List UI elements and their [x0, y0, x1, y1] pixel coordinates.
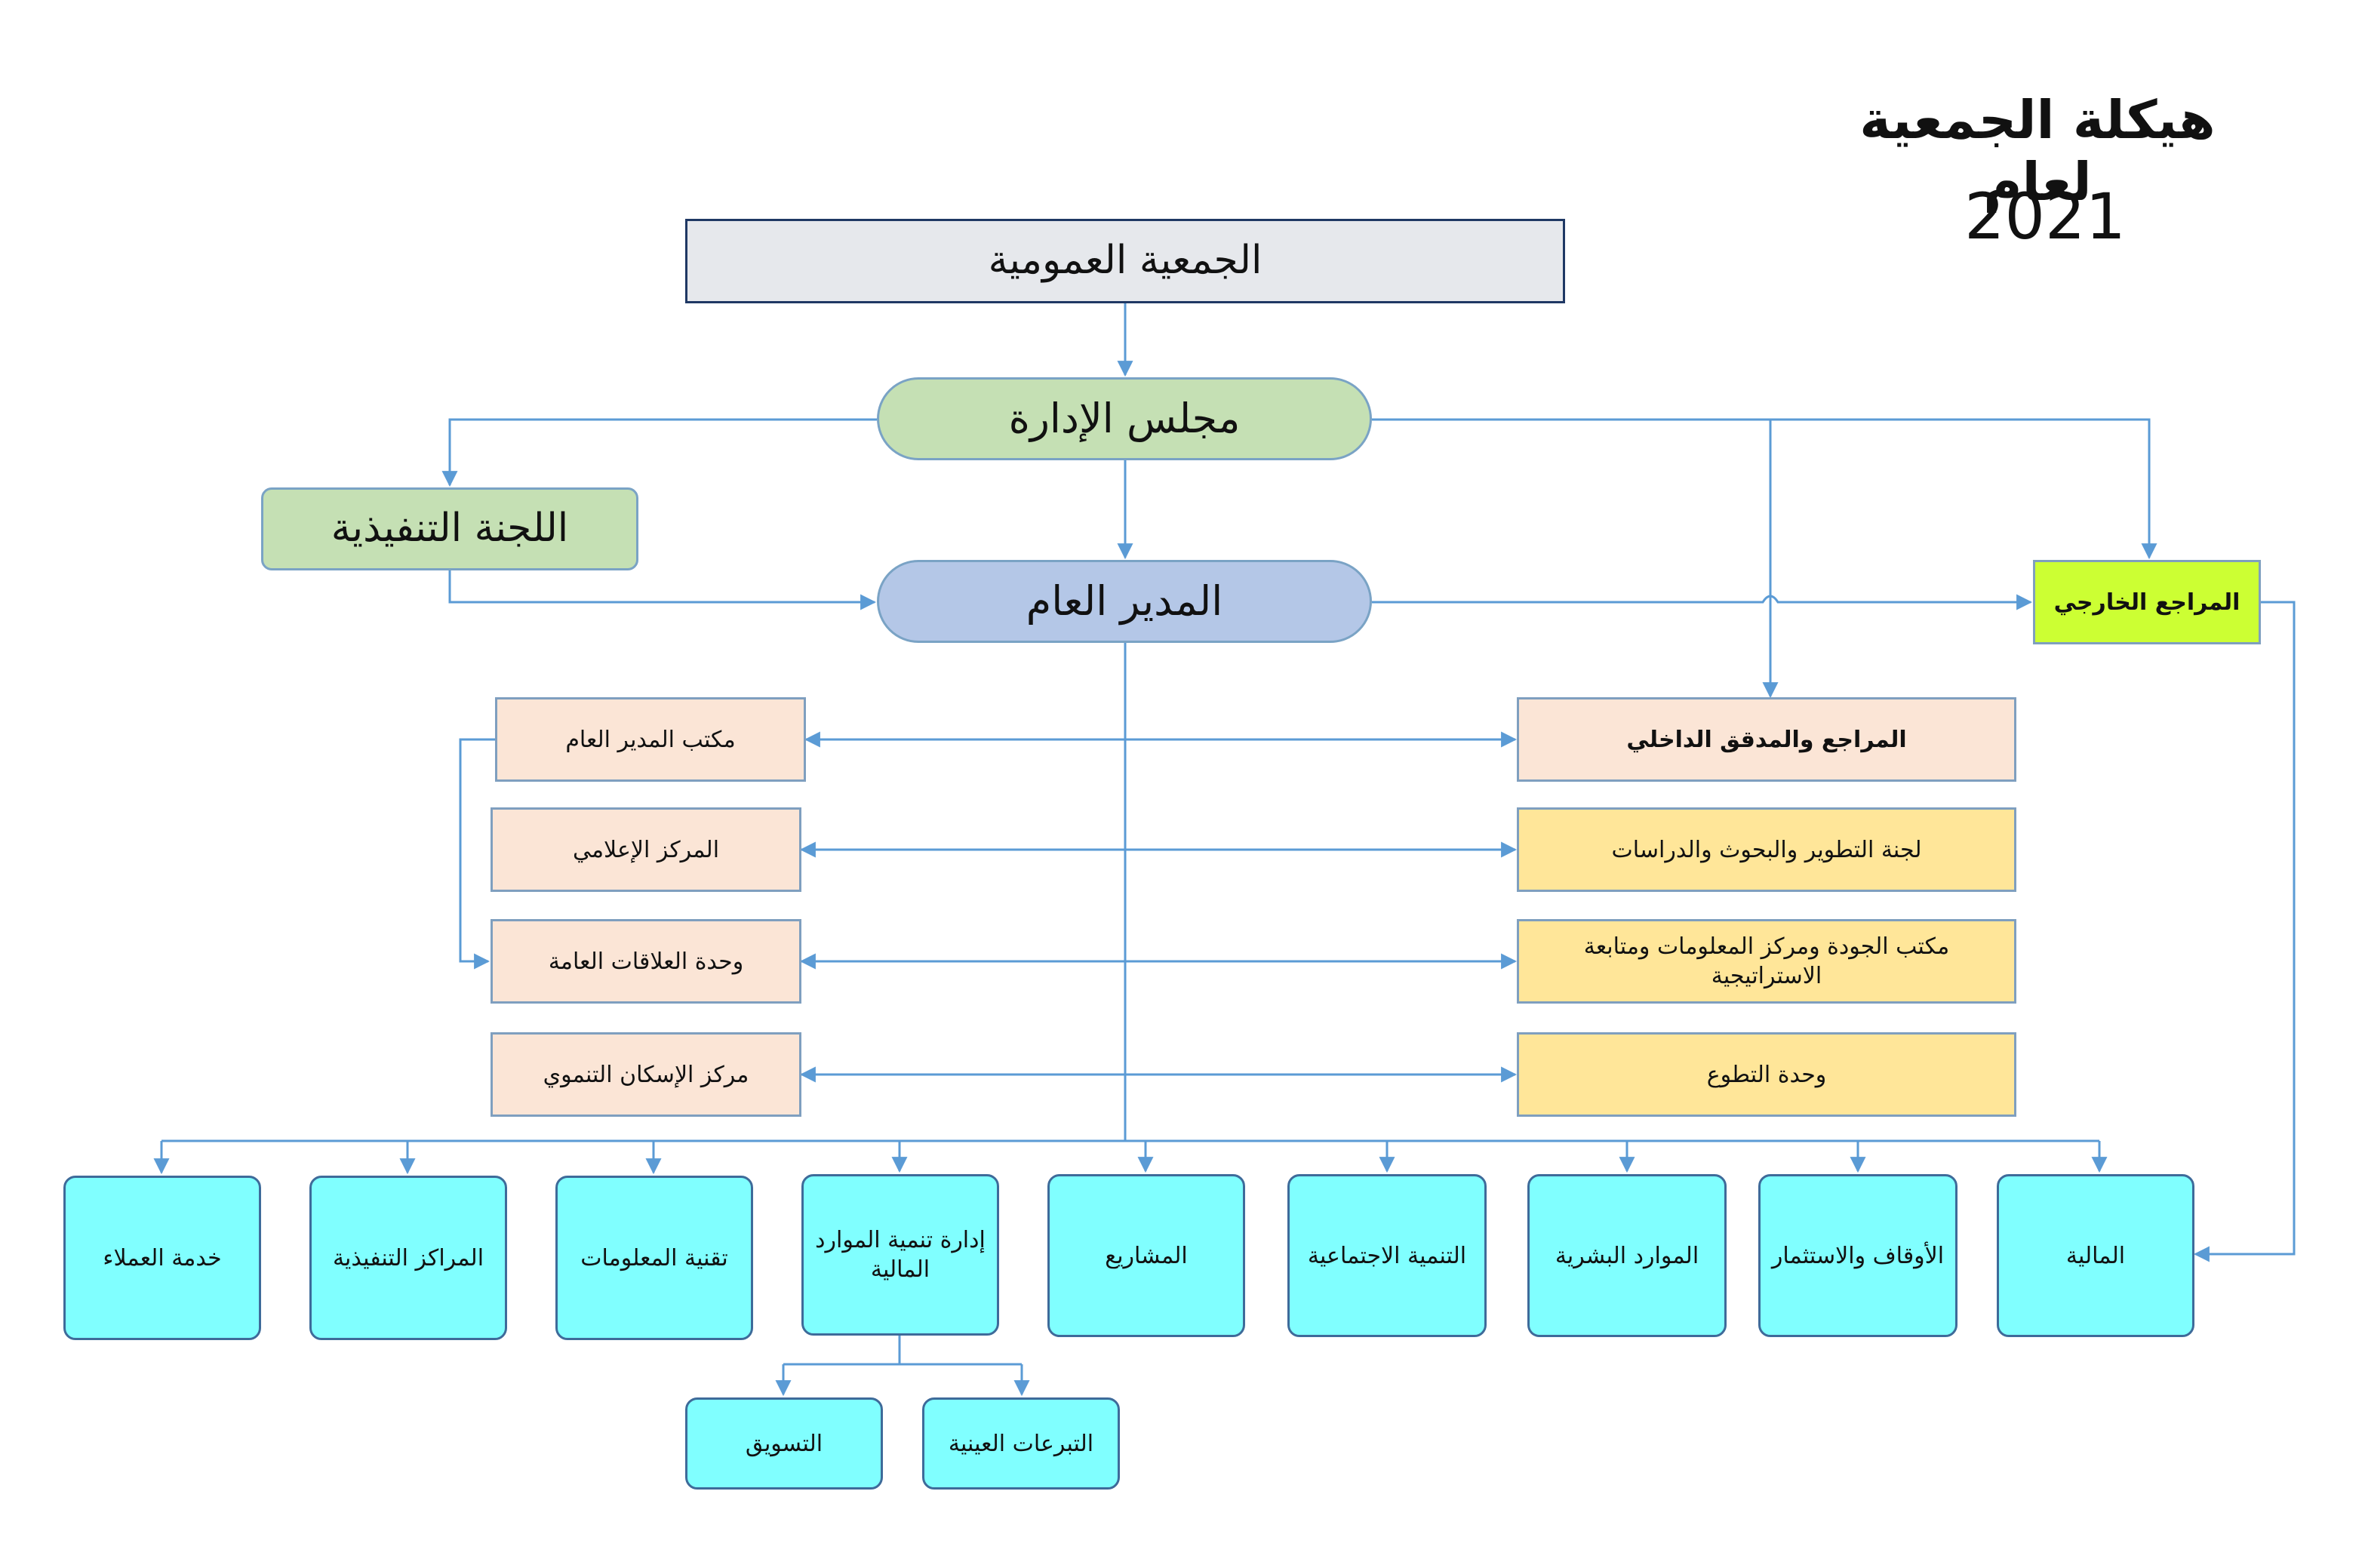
dept-customer-service: خدمة العملاء	[63, 1176, 261, 1340]
dept-endowments-investment: الأوقاف والاستثمار	[1758, 1174, 1958, 1337]
dept-financial-resources: إدارة تنمية الموارد المالية	[801, 1174, 999, 1336]
volunteering-unit-box: وحدة التطوع	[1517, 1032, 2016, 1117]
dept-executive-centers: المراكز التنفيذية	[309, 1176, 507, 1340]
internal-auditor-box: المراجع والمدقق الداخلي	[1517, 697, 2016, 782]
sub-dept-in-kind-donations: التبرعات العينية	[922, 1397, 1120, 1490]
dept-social-development: التنمية الاجتماعية	[1287, 1174, 1487, 1337]
quality-office-box: مكتب الجودة ومركز المعلومات ومتابعة الاس…	[1517, 919, 2016, 1004]
dept-finance: المالية	[1997, 1174, 2194, 1337]
housing-center-box: مركز الإسكان التنموي	[491, 1032, 801, 1117]
development-committee-box: لجنة التطوير والبحوث والدراسات	[1517, 807, 2016, 892]
dept-projects: المشاريع	[1047, 1174, 1245, 1337]
dept-information-technology: تقنية المعلومات	[555, 1176, 753, 1340]
media-center-box: المركز الإعلامي	[491, 807, 801, 892]
external-auditor-box: المراجع الخارجي	[2033, 560, 2261, 644]
executive-committee-box: اللجنة التنفيذية	[261, 487, 638, 570]
general-manager-box: المدير العام	[877, 560, 1372, 643]
general-assembly-box: الجمعية العمومية	[685, 219, 1565, 303]
public-relations-box: وحدة العلاقات العامة	[491, 919, 801, 1004]
board-box: مجلس الإدارة	[877, 377, 1372, 460]
gm-office-box: مكتب المدير العام	[495, 697, 806, 782]
sub-dept-marketing: التسويق	[685, 1397, 883, 1490]
dept-human-resources: الموارد البشرية	[1527, 1174, 1727, 1337]
page-year: 2021	[1964, 180, 2126, 254]
page-title: هيكلة الجمعية لعام	[1859, 89, 2216, 213]
